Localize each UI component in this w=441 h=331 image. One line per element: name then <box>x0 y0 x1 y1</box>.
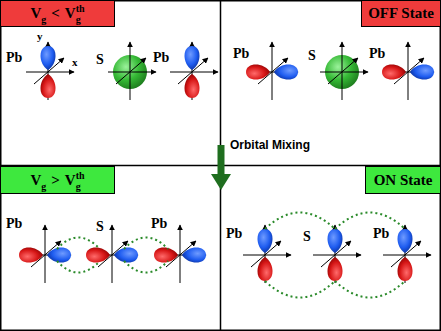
voltage-symbol: V <box>65 5 76 22</box>
voltage-symbol: g <box>76 14 81 25</box>
on-right-atoms <box>243 213 431 298</box>
voltage-symbol: > <box>51 172 60 189</box>
atom-label: Pb <box>368 46 386 62</box>
state-label: OFF State <box>368 5 434 22</box>
atom-label: Pb <box>5 216 23 232</box>
off-left-atoms <box>26 42 218 100</box>
state-box: OFF State <box>361 0 441 27</box>
off-right-atoms <box>246 42 434 100</box>
voltage-symbol: V <box>65 172 76 189</box>
divider <box>220 0 222 331</box>
atom-label: Pb <box>5 50 23 66</box>
axis-label: x <box>71 54 79 70</box>
voltage-symbol: g <box>41 14 46 25</box>
atom-label: Pb <box>152 50 170 66</box>
atom-label: S <box>95 219 105 235</box>
voltage-symbol: < <box>51 5 60 22</box>
state-box: ON State <box>365 166 441 194</box>
process-label: Orbital Mixing <box>229 137 311 153</box>
condition-box: Vg>Vgth <box>0 166 115 194</box>
on-left-atoms <box>19 225 206 283</box>
atom-label: S <box>302 229 312 245</box>
voltage-symbol: g <box>41 181 46 192</box>
axis-label: y <box>36 28 44 44</box>
box-text: Vg<Vgth <box>30 5 84 22</box>
atom-label: Pb <box>225 226 243 242</box>
voltage-symbol: V <box>30 172 41 189</box>
atom-label: Pb <box>232 46 250 62</box>
condition-box: Vg<Vgth <box>0 0 115 27</box>
atom-label: Pb <box>150 216 168 232</box>
atom-label: Pb <box>372 226 390 242</box>
atom-label: S <box>95 52 105 68</box>
mixing-arrow <box>211 145 231 190</box>
voltage-symbol: g <box>76 181 81 192</box>
atom-label: S <box>307 48 317 64</box>
box-text: Vg>Vgth <box>30 172 84 189</box>
voltage-symbol: th <box>76 3 85 14</box>
voltage-symbol: V <box>30 5 41 22</box>
box-text: OFF State <box>368 5 434 22</box>
voltage-symbol: th <box>76 170 85 181</box>
state-label: ON State <box>374 172 433 189</box>
box-text: ON State <box>374 172 433 189</box>
